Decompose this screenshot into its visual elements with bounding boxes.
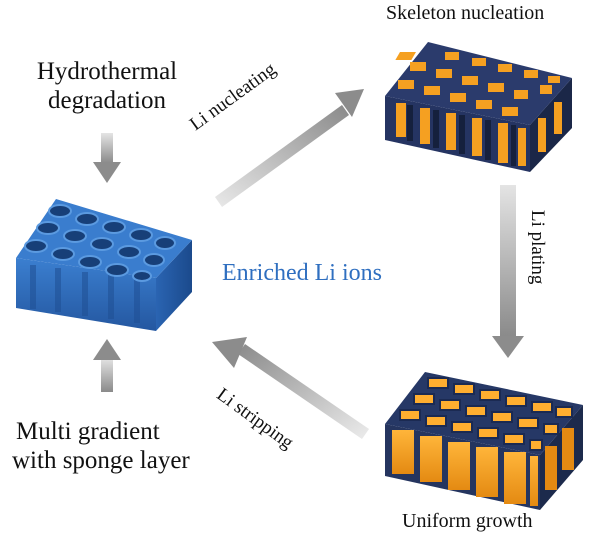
multi-gradient-label-line2: with sponge layer [12,446,190,474]
arrow-hydrothermal-down [93,133,121,183]
uniform-growth-block [385,372,583,510]
li-plating-label: Li plating [527,210,548,285]
arrow-li-nucleating [215,89,364,207]
skeleton-nucleation-block [385,42,572,172]
host-pores [24,204,176,282]
porous-host-block [16,199,192,331]
arrow-li-plating [492,185,524,358]
arrow-li-stripping [212,337,369,439]
skeleton-nucleation-label: Skeleton nucleation [386,2,545,24]
enriched-li-ions-label: Enriched Li ions [222,260,382,286]
multi-gradient-label-line1: Multi gradient [16,418,160,445]
arrow-multi-gradient-up [93,339,121,392]
multi-gradient-label: Multi gradient with sponge layer [12,418,190,476]
hydrothermal-label-line2: degradation [47,86,166,114]
hydrothermal-label-line1: Hydrothermal [36,58,178,85]
hydrothermal-label: Hydrothermal degradation [14,58,200,116]
uniform-growth-label: Uniform growth [402,510,533,532]
